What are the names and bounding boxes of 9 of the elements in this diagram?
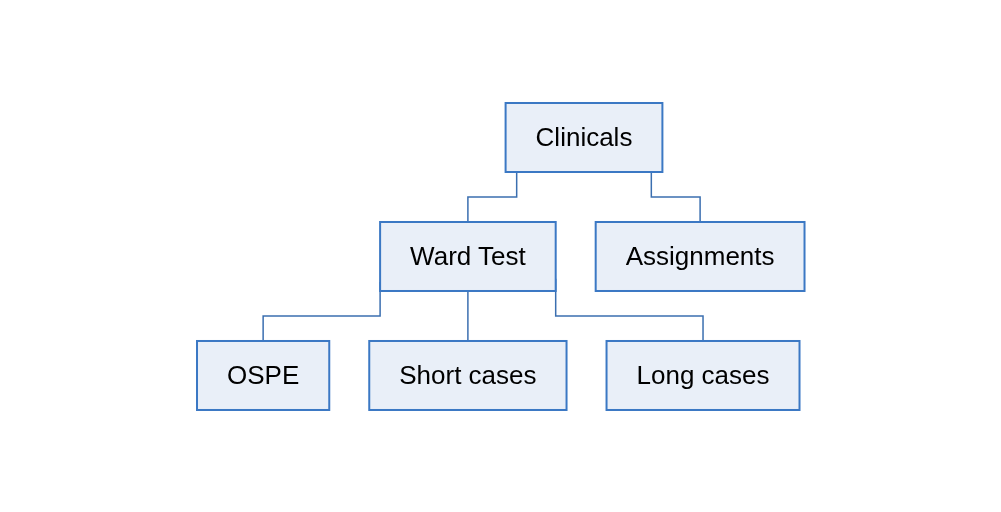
node-box: OSPE (195, 339, 330, 411)
connector (466, 170, 518, 223)
connector (650, 170, 701, 223)
node-box: Ward Test (378, 220, 557, 292)
node-box: Assignments (594, 220, 806, 292)
node-box: Clinicals (504, 101, 664, 173)
connector (466, 289, 469, 342)
node-box: Long cases (605, 339, 801, 411)
node-box: Short cases (368, 339, 568, 411)
